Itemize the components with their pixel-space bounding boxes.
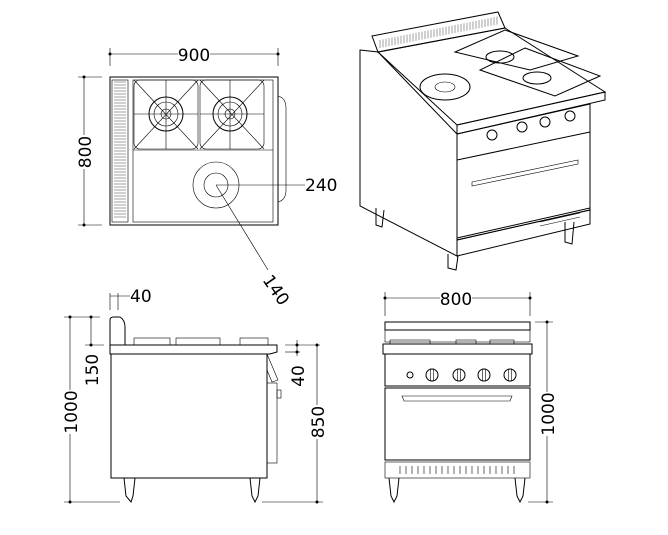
dim-backsplash-depth: 40	[130, 287, 152, 307]
front-view: 800 1000	[382, 288, 559, 504]
dim-knob-offset: 40	[289, 365, 309, 387]
top-view: 900 800 240 14	[74, 44, 337, 309]
knob	[425, 368, 439, 382]
iso-knobs	[486, 110, 576, 141]
burner-grate-right	[199, 79, 265, 150]
dim-inner-diameter: 140	[258, 271, 293, 309]
dim-top-depth: 800	[76, 136, 96, 168]
burner-grate-left	[133, 79, 199, 150]
griddle-plate	[192, 161, 305, 271]
dim-front-height: 1000	[539, 392, 559, 435]
dim-worktop-height: 850	[309, 406, 329, 438]
knob	[503, 368, 517, 382]
isometric-view	[359, 11, 607, 271]
dim-front-width: 800	[440, 290, 472, 310]
base-vent	[399, 466, 515, 474]
knob	[452, 368, 466, 382]
knob	[406, 371, 414, 379]
knob	[477, 368, 491, 382]
side-view: 40 1000 150 40 850	[61, 287, 329, 504]
dim-backsplash-height: 150	[83, 354, 103, 386]
dim-top-width: 900	[178, 46, 210, 66]
control-knobs	[406, 368, 517, 382]
backsplash-vent	[114, 81, 126, 218]
dim-plate-diameter: 240	[305, 176, 337, 196]
dim-total-height-side: 1000	[62, 390, 82, 433]
